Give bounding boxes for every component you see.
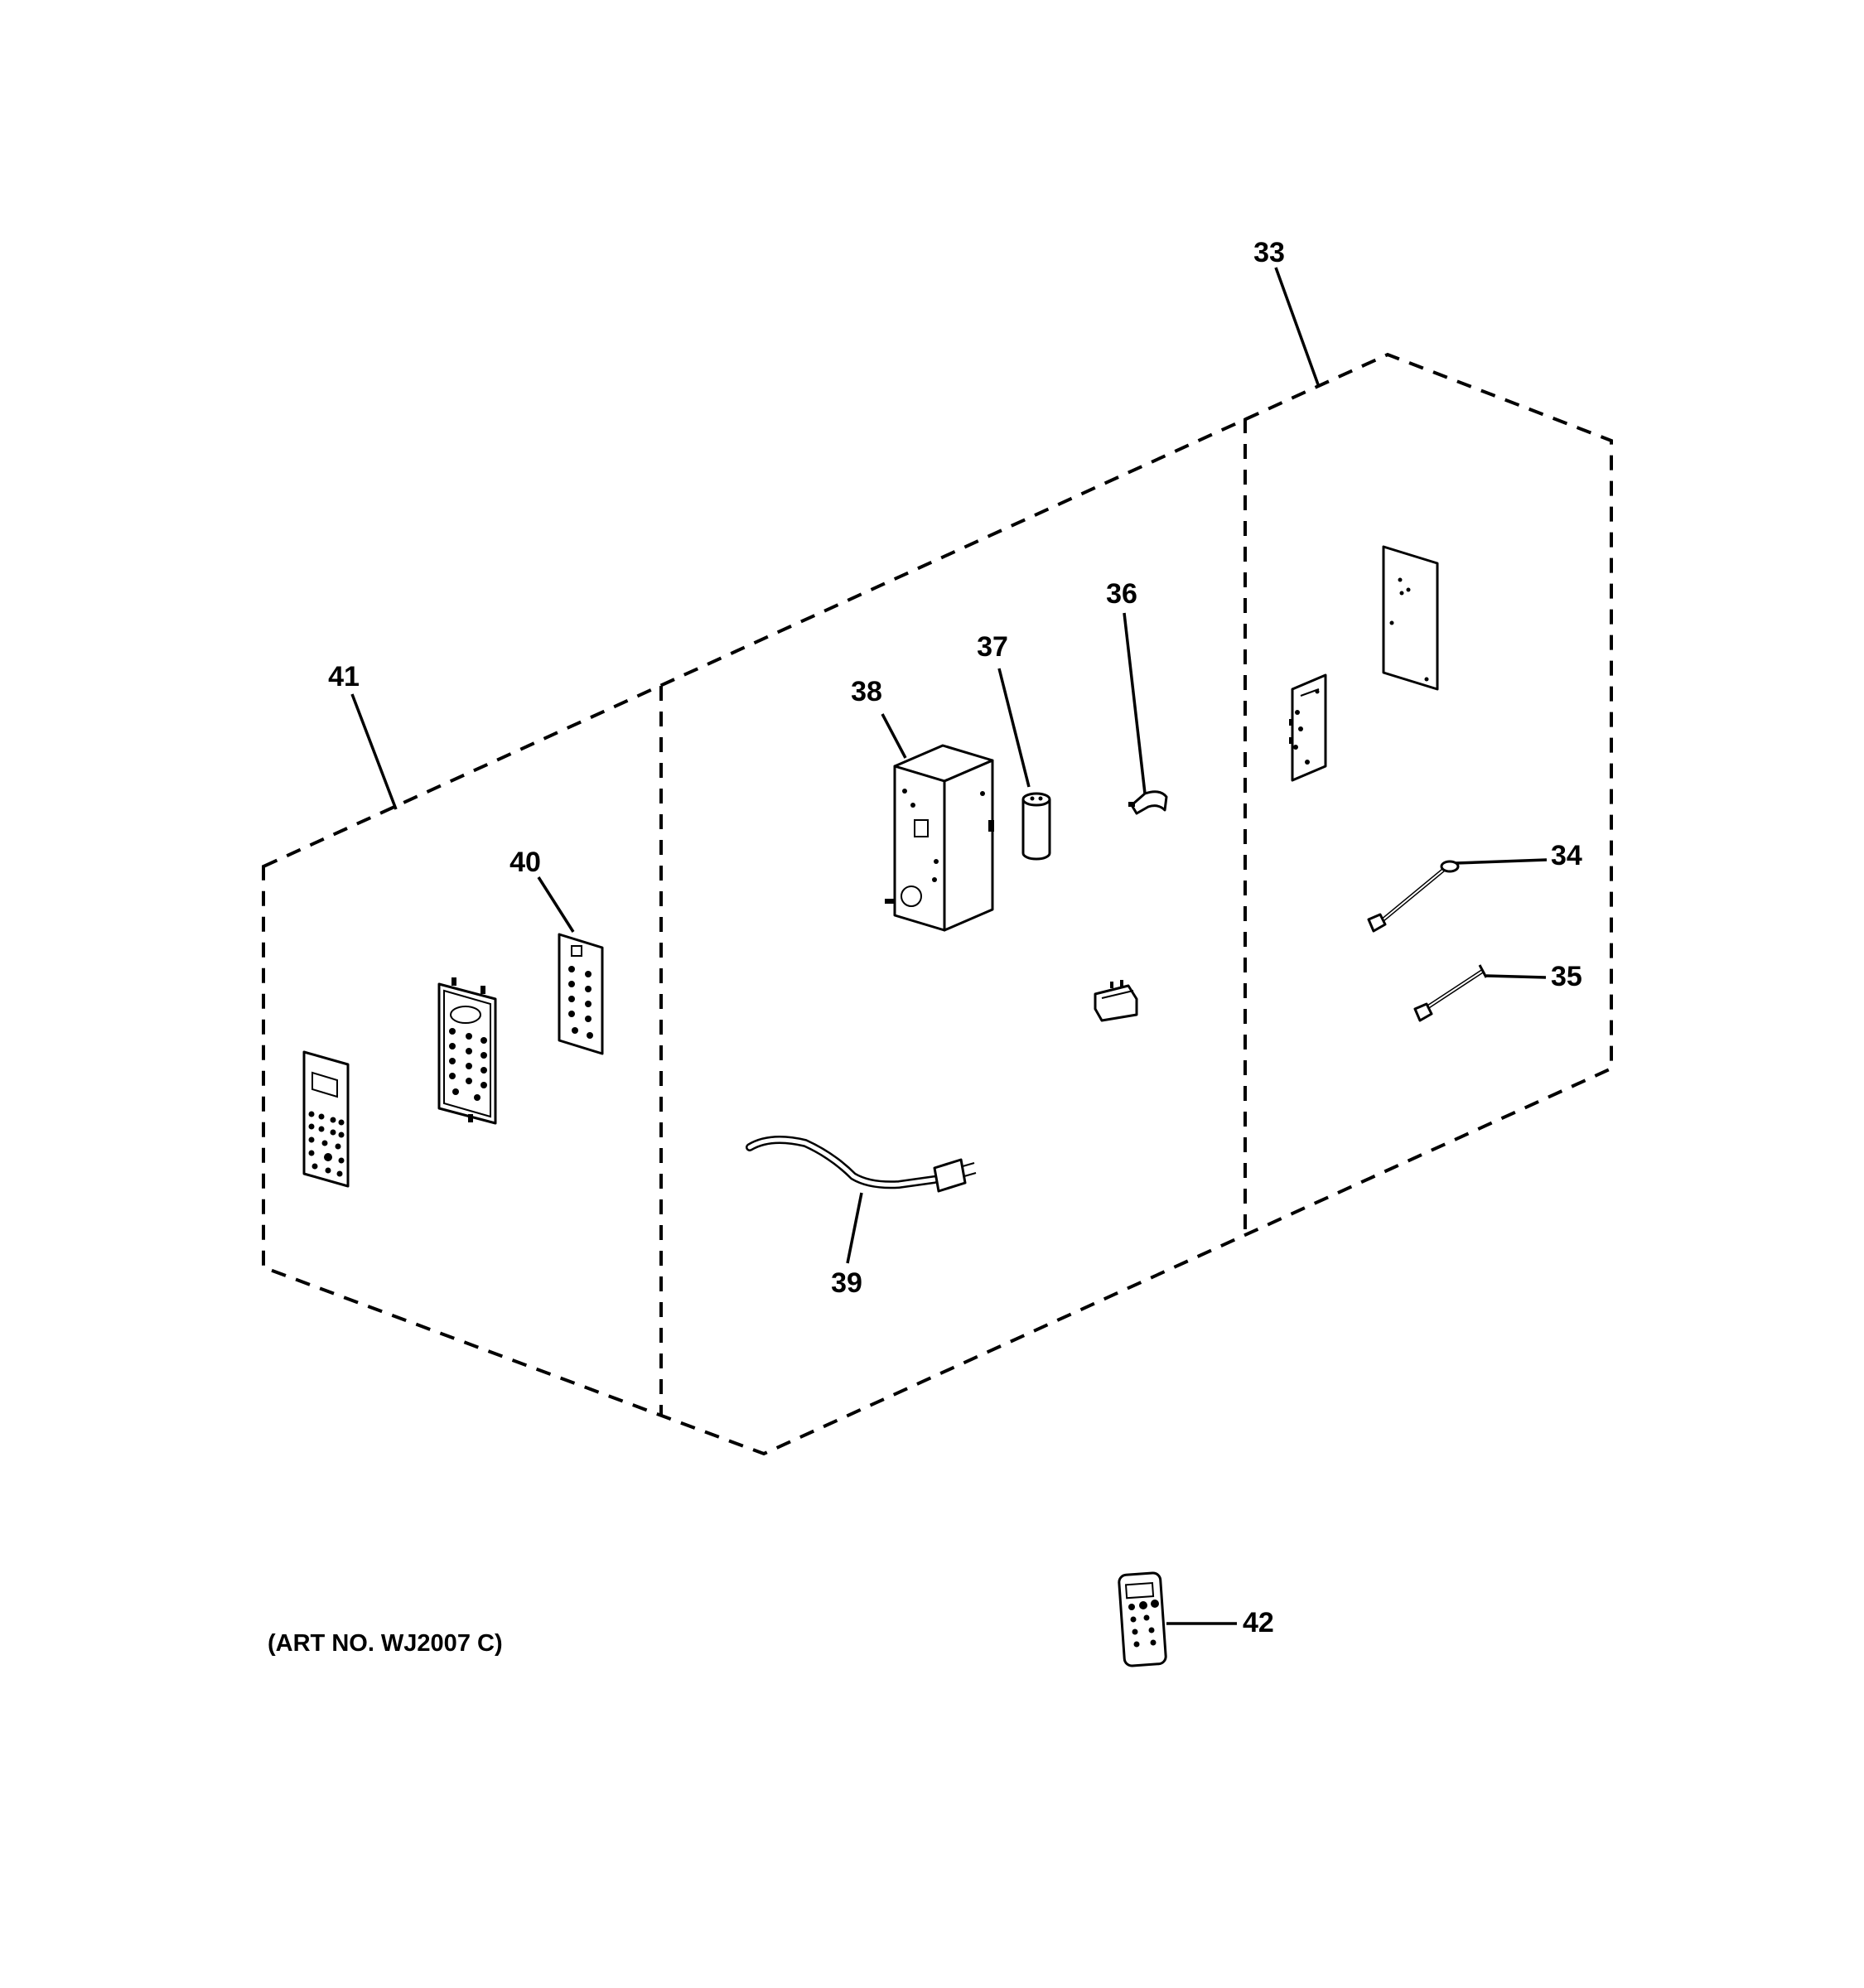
temperature-sensor [1367,860,1460,933]
control-board [437,977,497,1125]
button-board [558,933,604,1055]
control-panel-overlay [302,1050,350,1188]
callout-36: 36 [1106,578,1137,610]
control-box [885,744,994,932]
callout-34: 34 [1551,840,1582,871]
callout-33: 33 [1253,237,1285,268]
coil-sensor [1413,964,1488,1022]
callout-37: 37 [977,631,1008,663]
art-number: (ART NO. WJ2007 C) [268,1630,503,1657]
capacitor [1021,792,1051,861]
callout-35: 35 [1551,961,1582,992]
callout-40: 40 [509,847,541,878]
main-board [1382,545,1439,691]
callout-42: 42 [1243,1607,1274,1638]
leader-lines [350,267,1548,1625]
callout-39: 39 [831,1267,862,1299]
power-cord [746,1136,977,1193]
callout-41: 41 [328,661,360,692]
assembly-outline [262,352,1613,1456]
relay [1094,980,1138,1022]
capacitor-clamp [1128,790,1168,815]
remote-control [1118,1571,1167,1667]
pcb-board [1289,673,1327,782]
callout-38: 38 [851,676,882,707]
